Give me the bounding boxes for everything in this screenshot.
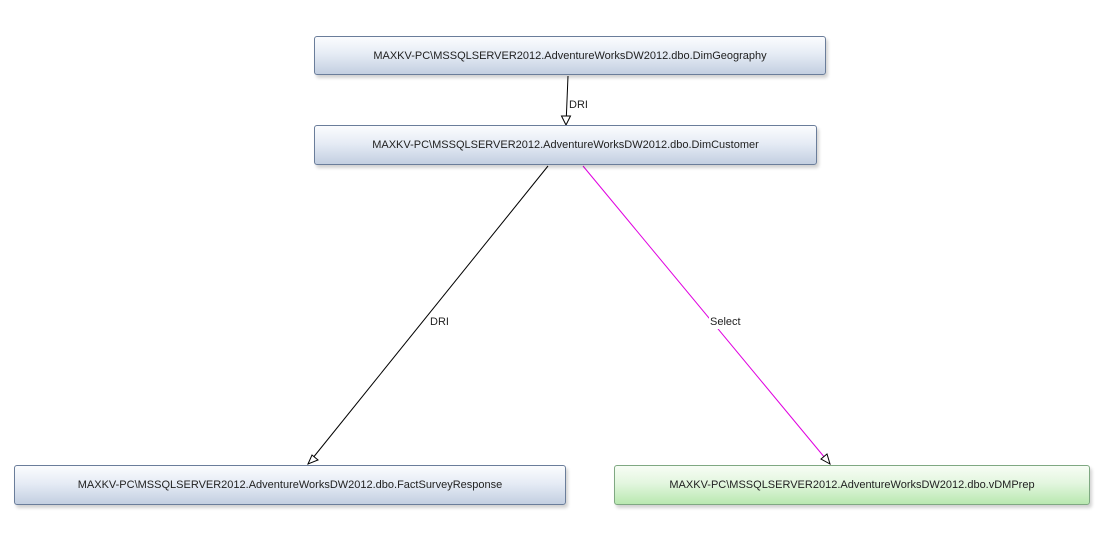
arrowhead-icon	[307, 454, 319, 465]
edge-label-dri: DRI	[568, 99, 589, 112]
edge-label-dri: DRI	[429, 316, 450, 329]
arrowhead-icon	[560, 115, 572, 127]
edge-label-select: Select	[709, 316, 742, 329]
node-dimcustomer[interactable]: MAXKV-PC\MSSQLSERVER2012.AdventureWorksD…	[314, 125, 817, 165]
edge-select-customer-vdmprep[interactable]	[582, 165, 831, 465]
node-label: MAXKV-PC\MSSQLSERVER2012.AdventureWorksD…	[77, 479, 503, 491]
edge-dri-customer-factsurvey[interactable]	[307, 165, 549, 465]
arrowhead-icon	[820, 453, 831, 466]
node-label: MAXKV-PC\MSSQLSERVER2012.AdventureWorksD…	[373, 49, 767, 62]
node-label: MAXKV-PC\MSSQLSERVER2012.AdventureWorksD…	[669, 479, 1035, 491]
node-factsurveyresponse[interactable]: MAXKV-PC\MSSQLSERVER2012.AdventureWorksD…	[14, 465, 566, 505]
node-dimgeography[interactable]: MAXKV-PC\MSSQLSERVER2012.AdventureWorksD…	[314, 36, 826, 75]
node-label: MAXKV-PC\MSSQLSERVER2012.AdventureWorksD…	[372, 139, 759, 151]
node-vdmprep[interactable]: MAXKV-PC\MSSQLSERVER2012.AdventureWorksD…	[614, 465, 1090, 505]
